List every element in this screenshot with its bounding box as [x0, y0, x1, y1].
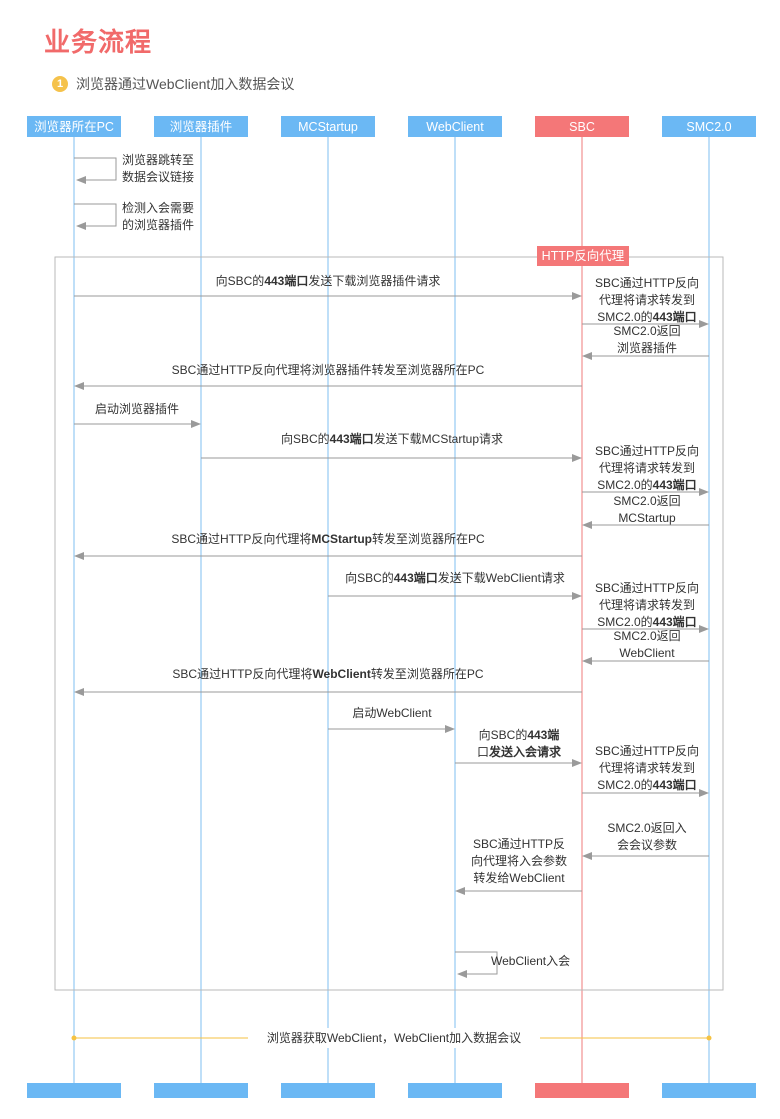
message-label: WebClient入会	[491, 954, 570, 968]
participant-box-bottom	[154, 1083, 248, 1098]
participant-label: SBC	[569, 120, 595, 134]
participant-label: 浏览器所在PC	[34, 119, 114, 134]
message-label: SBC通过HTTP反向代理将浏览器插件转发至浏览器所在PC	[172, 362, 485, 377]
participant-box-bottom	[662, 1083, 756, 1098]
message-label: 向SBC的443端口发送下载MCStartup请求	[281, 431, 503, 446]
message: SMC2.0返回 WebClient	[582, 629, 709, 665]
participant-box	[154, 116, 248, 137]
message: 向SBC的443端口发送下载MCStartup请求	[201, 431, 582, 462]
participant-box	[662, 116, 756, 137]
message-label: SBC通过HTTP反向代理将MCStartup转发至浏览器所在PC	[171, 531, 485, 546]
message-label: 向SBC的443端口发送下载WebClient请求	[345, 570, 565, 585]
message-label: MCStartup	[618, 511, 676, 525]
message-label: 启动WebClient	[352, 706, 432, 720]
message-label: 口发送入会请求	[477, 744, 562, 759]
message: SBC通过HTTP反向代理将浏览器插件转发至浏览器所在PC	[74, 362, 582, 390]
final-message-label: 浏览器获取WebClient，WebClient加入数据会议	[267, 1030, 521, 1045]
message-label: 浏览器插件	[617, 340, 677, 355]
message: SBC通过HTTP反向代理将WebClient转发至浏览器所在PC	[74, 666, 582, 696]
message-label: SBC通过HTTP反向代理将WebClient转发至浏览器所在PC	[172, 666, 483, 681]
final-message-bg	[248, 1028, 540, 1048]
message-label: 向SBC的443端口发送下载浏览器插件请求	[216, 273, 441, 288]
message-label: 启动浏览器插件	[95, 401, 179, 416]
step-heading: 1 浏览器通过WebClient加入数据会议	[52, 74, 294, 94]
message-label: SMC2.0返回	[613, 494, 680, 508]
step-title: 浏览器通过WebClient加入数据会议	[76, 76, 295, 92]
message: SMC2.0返回 MCStartup	[582, 494, 709, 529]
participant-label: SMC2.0	[686, 120, 731, 134]
message: 启动WebClient	[328, 706, 455, 733]
page-title: 业务流程	[44, 27, 153, 57]
participant-box-bottom	[281, 1083, 375, 1098]
message-label: SBC通过HTTP反向	[595, 443, 699, 458]
message: 向SBC的443端口发送下载浏览器插件请求	[74, 273, 582, 300]
message-label: SMC2.0的443端口	[597, 614, 696, 629]
self-message-arrow	[74, 203, 117, 230]
final-message-dot	[71, 1035, 77, 1041]
message-label: WebClient	[619, 646, 675, 660]
message-label: SBC通过HTTP反	[473, 837, 565, 851]
participant-box	[27, 116, 121, 137]
message-label: 代理将请求转发到	[599, 597, 695, 612]
message: 启动浏览器插件	[74, 401, 201, 428]
participant-box-bottom	[27, 1083, 121, 1098]
message-label: SMC2.0返回	[613, 324, 680, 338]
proxy-frame	[54, 256, 724, 991]
message-label: SBC通过HTTP反向	[595, 743, 699, 758]
message-label: SMC2.0返回入	[607, 821, 686, 835]
self-message-arrow	[455, 951, 498, 978]
message: WebClient入会	[455, 951, 570, 978]
step-number-badge: 1	[52, 76, 68, 92]
proxy-frame-label-box	[537, 246, 629, 266]
message-label: SMC2.0的443端口	[597, 477, 696, 492]
message-label: SMC2.0的443端口	[597, 777, 696, 792]
message: 向SBC的443端口发送下载WebClient请求	[328, 570, 582, 600]
message-label: 向SBC的443端	[479, 727, 560, 742]
participant-box-bottom	[408, 1083, 502, 1098]
final-message-dot	[706, 1035, 712, 1041]
message-label: SBC通过HTTP反向	[595, 580, 699, 595]
message-label: SBC通过HTTP反向	[595, 275, 699, 290]
participant-box	[535, 116, 629, 137]
message: SBC通过HTTP反向代理将MCStartup转发至浏览器所在PC	[74, 531, 582, 560]
message-label: SMC2.0的443端口	[597, 309, 696, 324]
message-label: 转发给WebClient	[473, 870, 565, 885]
message-label: 代理将请求转发到	[599, 460, 695, 475]
participant-label: WebClient	[426, 120, 484, 134]
message-label: 代理将请求转发到	[599, 292, 695, 307]
message-label: 浏览器跳转至	[122, 152, 194, 167]
message-label: 向代理将入会参数	[471, 853, 567, 868]
message-label: 代理将请求转发到	[599, 760, 695, 775]
message-label: 会会议参数	[617, 837, 677, 852]
proxy-frame-label: HTTP反向代理	[542, 248, 625, 263]
message-label: SMC2.0返回	[613, 629, 680, 643]
participant-box-bottom	[535, 1083, 629, 1098]
message-label: 检测入会需要	[122, 200, 194, 215]
message-label: 数据会议链接	[122, 169, 194, 184]
participant-box	[281, 116, 375, 137]
participant-box	[408, 116, 502, 137]
self-message-arrow	[74, 157, 117, 184]
participant-label: MCStartup	[298, 120, 358, 134]
message-label: 的浏览器插件	[122, 217, 194, 232]
participant-label: 浏览器插件	[170, 119, 233, 134]
